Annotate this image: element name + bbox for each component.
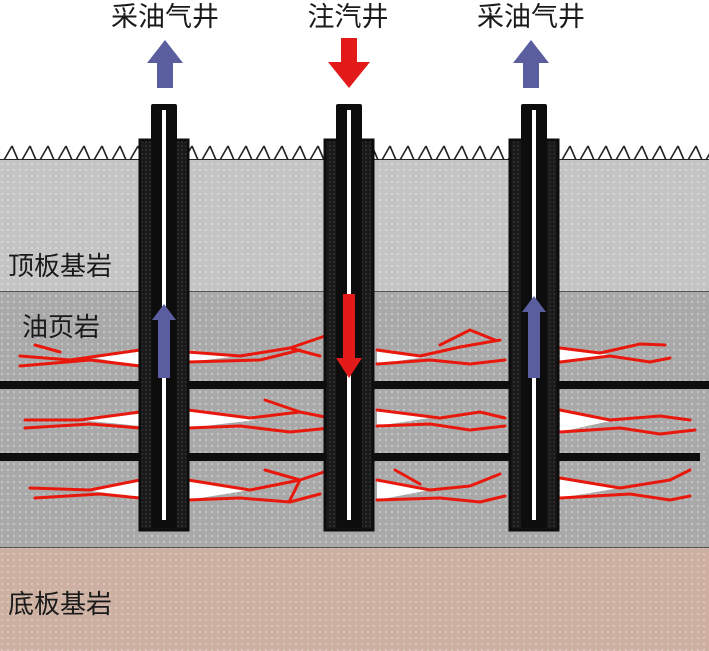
hatch-mark: [399, 145, 415, 161]
well-injector: [323, 104, 375, 532]
hatch-mark: [255, 145, 271, 161]
hatch-mark: [39, 145, 55, 161]
hatch-mark: [273, 145, 289, 161]
well-label-injector: 注汽井: [308, 2, 389, 33]
production-arrow-surface-left: [147, 40, 183, 88]
injection-arrow-down-hole: [336, 294, 362, 378]
hatch-mark: [3, 145, 19, 161]
hatch-mark: [435, 145, 451, 161]
fracture-network: [18, 328, 697, 504]
hatch-mark: [633, 145, 649, 161]
hatch-mark: [237, 145, 253, 161]
layer-label-caprock: 顶板基岩: [8, 252, 112, 282]
production-arrow-surface-right: [513, 40, 549, 88]
well-label-producer-right: 采油气井: [477, 2, 585, 33]
hatch-mark: [669, 145, 685, 161]
well-producer-left: [138, 104, 190, 532]
production-arrow-down-hole: [152, 304, 176, 378]
hatch-mark: [291, 145, 307, 161]
hatch-mark: [75, 145, 91, 161]
hatch-mark: [687, 145, 703, 161]
hatch-mark: [57, 145, 73, 161]
hatch-mark: [21, 145, 37, 161]
hatch-mark: [579, 145, 595, 161]
hatch-mark: [201, 145, 217, 161]
hatch-mark: [651, 145, 667, 161]
hatch-mark: [309, 145, 325, 161]
hatch-mark: [615, 145, 631, 161]
hatch-mark: [597, 145, 613, 161]
hatch-mark: [111, 145, 127, 161]
production-arrow-down-hole: [522, 296, 546, 378]
hatch-mark: [471, 145, 487, 161]
hatch-mark: [705, 153, 709, 161]
layer-label-oil-shale: 油页岩: [22, 313, 100, 343]
well-label-producer-left: 采油气井: [111, 2, 219, 33]
well-producer-right: [508, 104, 560, 532]
hatch-mark: [93, 145, 109, 161]
hatch-mark: [417, 145, 433, 161]
hatch-mark: [219, 145, 235, 161]
hatch-mark: [561, 145, 577, 161]
hatch-mark: [453, 145, 469, 161]
hatch-mark: [381, 145, 397, 161]
injection-arrow-surface: [328, 38, 370, 88]
layer-label-bedrock: 底板基岩: [8, 590, 112, 620]
hatch-mark: [489, 145, 505, 161]
